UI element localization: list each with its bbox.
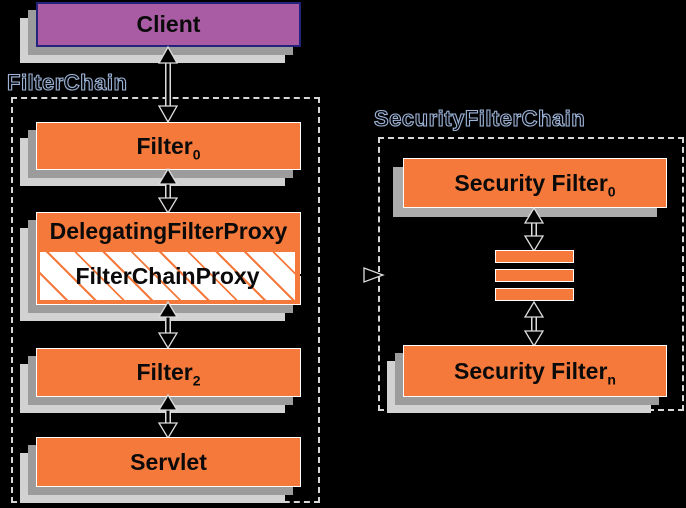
node-filter-chain-proxy: FilterChainProxy <box>40 252 295 300</box>
node-servlet: Servlet <box>36 437 301 487</box>
node-delegating-filter-proxy: DelegatingFilterProxy FilterChainProxy <box>36 212 301 305</box>
filterchain-group-title: FilterChain <box>6 69 128 95</box>
connector-fcp-securityfilterchain-icon <box>300 267 385 283</box>
node-filter0: Filter0 <box>36 122 301 170</box>
node-client-label: Client <box>136 11 201 37</box>
node-servlet-label: Servlet <box>130 448 207 475</box>
ellipsis-bar-3 <box>495 288 574 301</box>
node-filter0-label: Filter0 <box>136 132 201 163</box>
node-security-filter0: Security Filter0 <box>403 158 667 208</box>
node-filter2-label: Filter2 <box>136 359 201 389</box>
node-delegating-filter-proxy-label: DelegatingFilterProxy <box>49 218 288 244</box>
arrow-bars-sfn-icon <box>523 300 545 348</box>
ellipsis-bar-1 <box>495 250 574 263</box>
arrow-sf0-bars-icon <box>523 206 545 253</box>
node-client: Client <box>36 2 301 47</box>
node-filter2: Filter2 <box>36 348 301 397</box>
node-filter-chain-proxy-label: FilterChainProxy <box>75 262 260 289</box>
node-security-filtern: Security Filtern <box>403 345 667 397</box>
arrow-client-filter0-icon <box>157 45 179 124</box>
arrow-filter2-servlet-icon <box>157 393 179 440</box>
arrow-fcp-filter2-icon <box>157 300 179 350</box>
node-security-filter0-label: Security Filter0 <box>454 169 616 200</box>
ellipsis-bar-2 <box>495 269 574 282</box>
securityfilterchain-group-title: SecurityFilterChain <box>373 105 586 131</box>
arrow-filter0-dfp-icon <box>157 167 179 215</box>
node-security-filtern-label: Security Filtern <box>454 357 616 388</box>
